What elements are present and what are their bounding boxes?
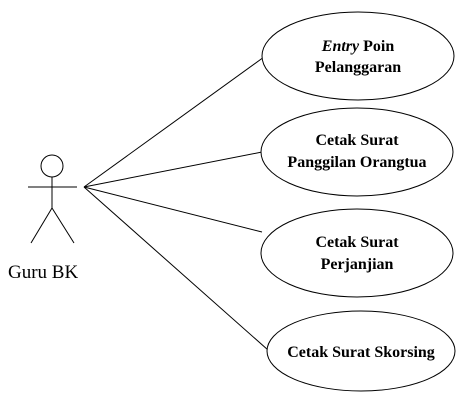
association-line-surat-skorsing (83, 186, 269, 351)
use-case-label-rest: Poin (359, 38, 394, 55)
use-case-label-em: Entry (321, 38, 360, 55)
actor-right-leg (51, 207, 75, 244)
use-case-label-line2: Perjanjian (321, 256, 394, 273)
use-case-label-line1: Cetak Surat Skorsing (287, 344, 435, 361)
use-case-label-line2: Pelanggaran (315, 59, 401, 76)
association-line-surat-panggilan (83, 151, 263, 188)
use-case-ellipse (260, 107, 454, 197)
use-case-cetak-surat-perjanjian: Cetak Surat Perjanjian (260, 208, 454, 298)
use-case-label-line1: Entry Poin (321, 38, 395, 55)
actor-left-leg (30, 207, 53, 244)
use-case-label-line2: Panggilan Orangtua (287, 154, 426, 171)
use-case-ellipse (266, 310, 456, 392)
use-case-label-line1: Cetak Surat (315, 234, 399, 251)
use-case-cetak-surat-skorsing: Cetak Surat Skorsing (266, 310, 456, 392)
use-case-cetak-surat-panggilan-orangtua: Cetak Surat Panggilan Orangtua (260, 107, 454, 197)
association-line-surat-perjanjian (83, 186, 263, 233)
use-case-ellipse (260, 208, 454, 298)
use-case-entry-poin-pelanggaran: Entry Poin Pelanggaran (261, 11, 455, 101)
association-line-entry-poin (83, 56, 265, 188)
use-case-label-line1: Cetak Surat (315, 132, 399, 149)
actor-guru-bk: Guru BK (8, 154, 78, 283)
actor-label: Guru BK (8, 262, 78, 283)
actor-head (40, 154, 64, 178)
use-case-ellipse (261, 11, 455, 101)
